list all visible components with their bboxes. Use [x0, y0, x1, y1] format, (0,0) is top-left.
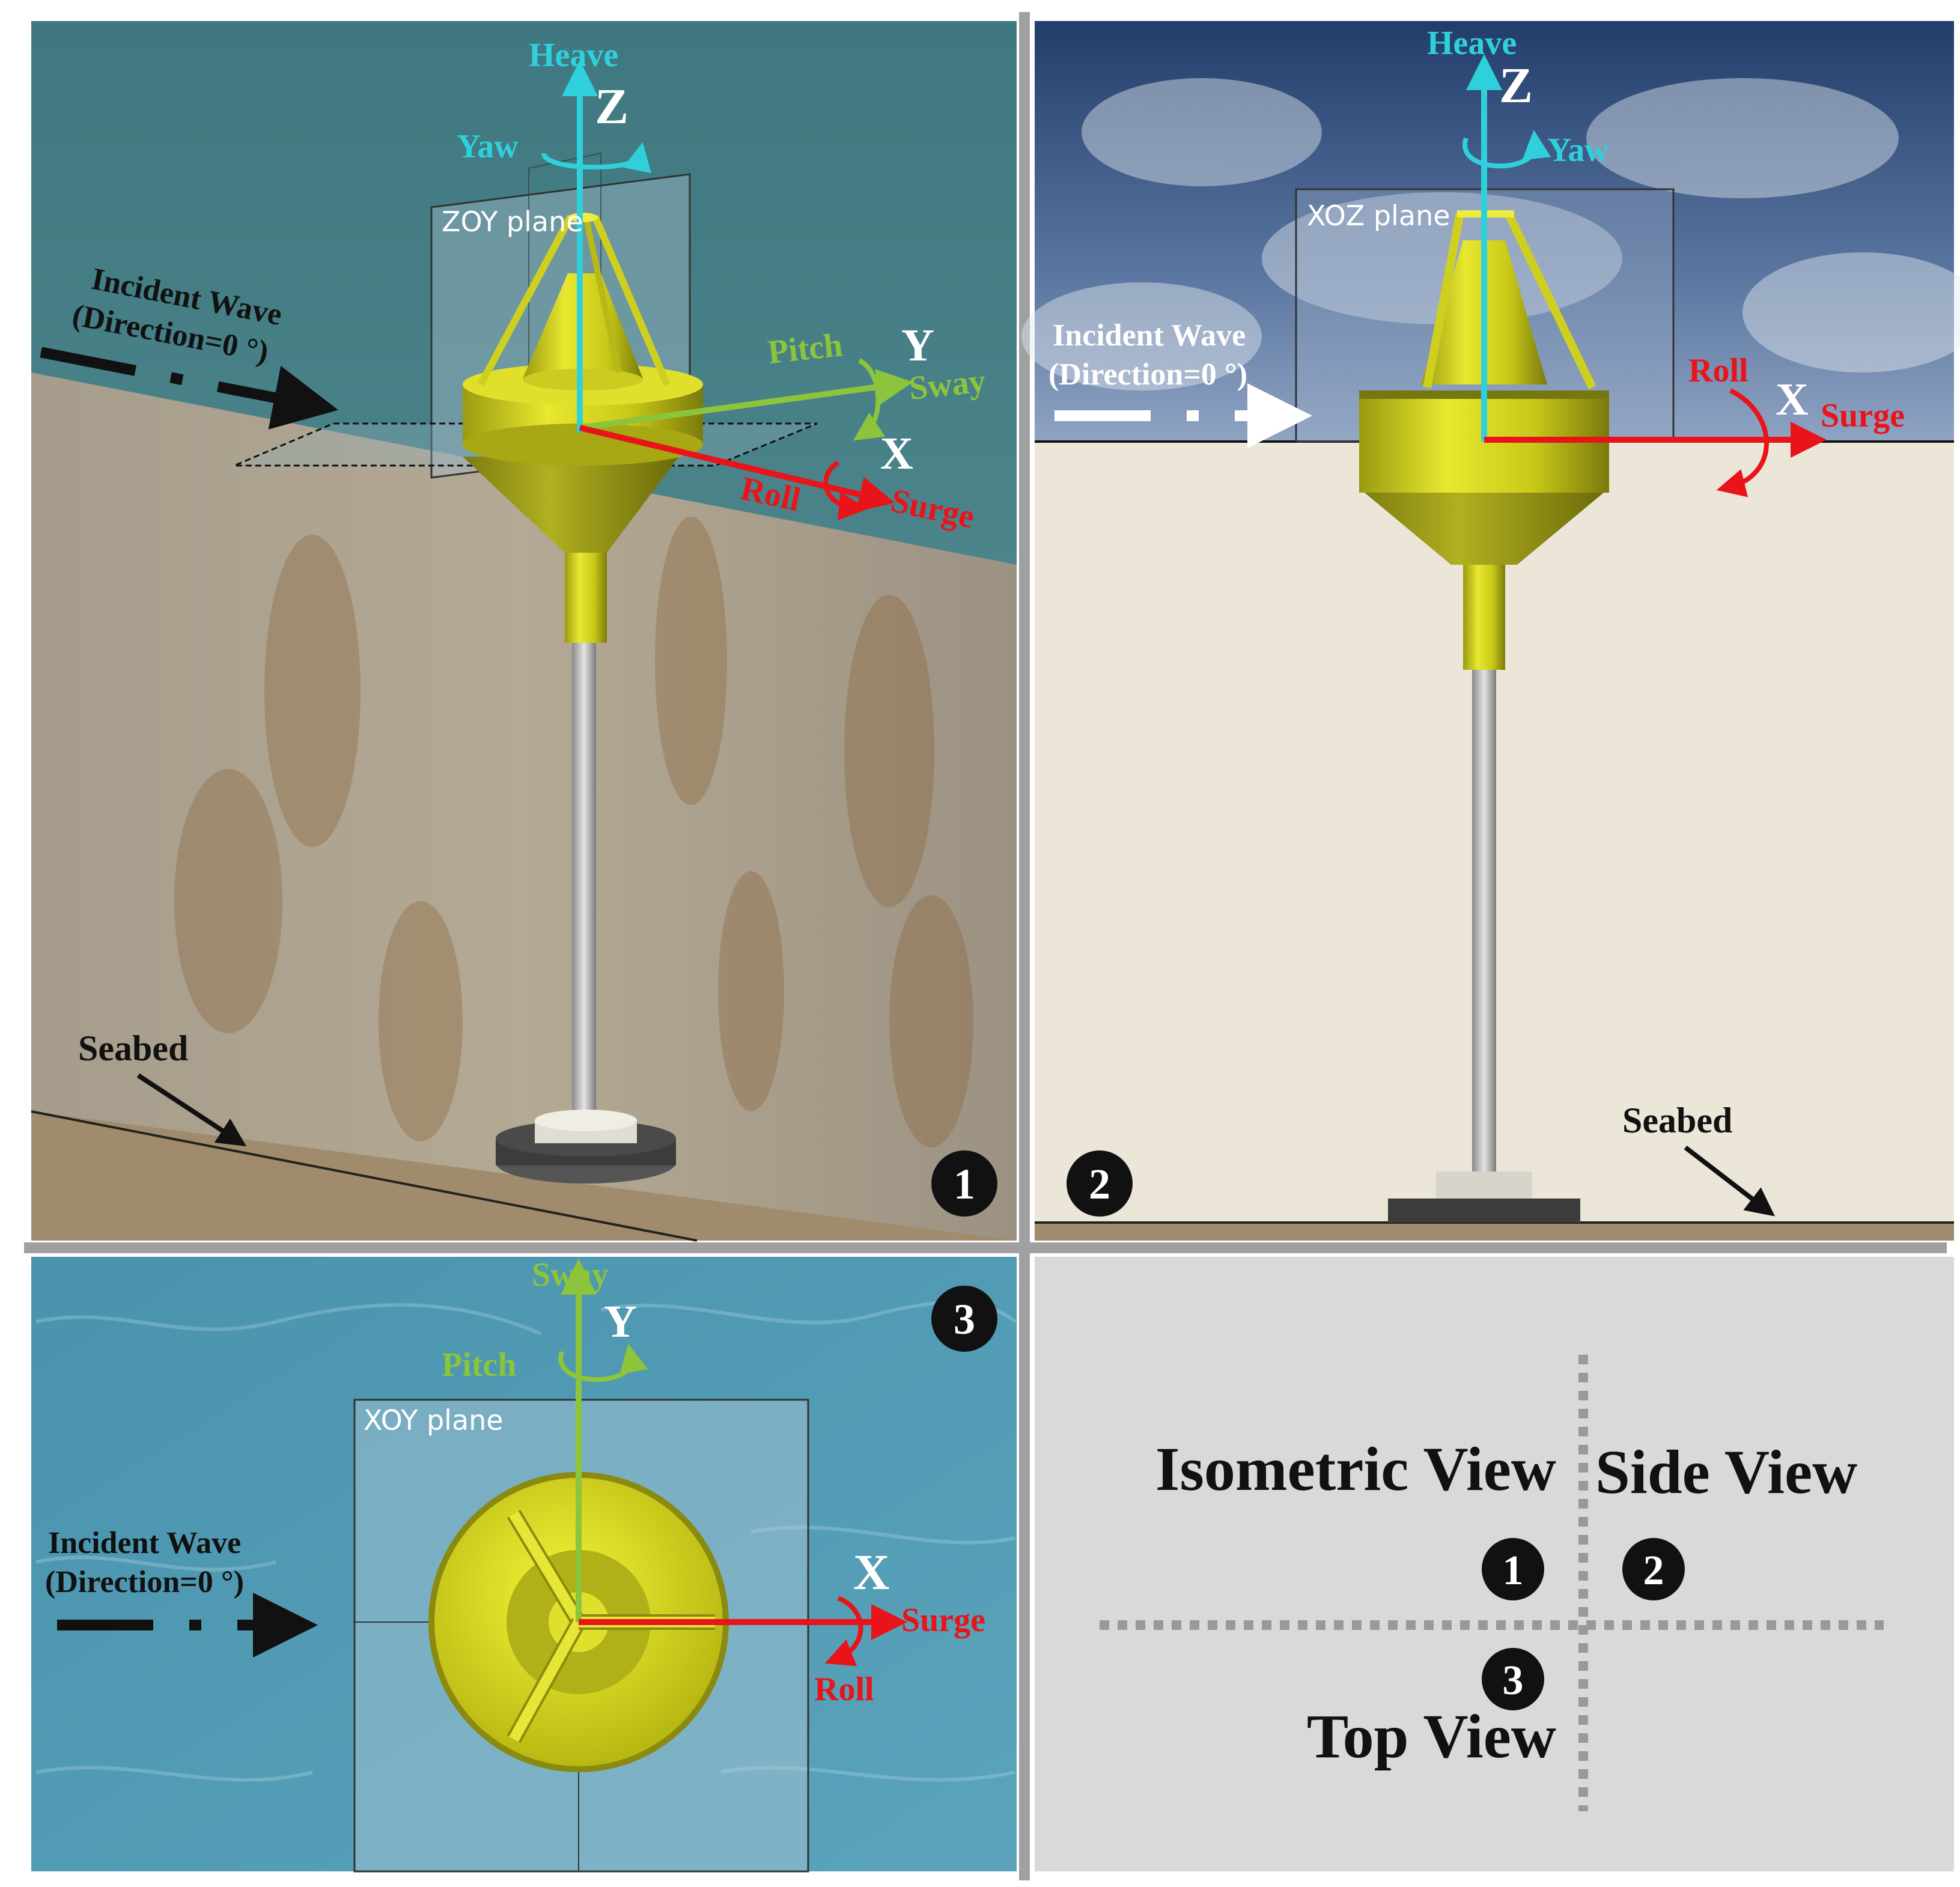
legend-badge-1-number: 1 [1503, 1548, 1524, 1594]
incident-wave-line1: Incident Wave [1053, 318, 1246, 353]
roll-label: Roll [1688, 352, 1748, 389]
view-badge-3-number: 3 [954, 1295, 975, 1343]
x-label: X [853, 1545, 890, 1600]
isometric-view-panel: Heave Z Yaw Pitch Y Sway X Roll Surge ZO… [31, 21, 1017, 1242]
side-view-panel: Heave Z Yaw Roll X Surge XOZ plane Incid… [1021, 21, 1960, 1241]
y-axis [579, 369, 913, 431]
pitch-label: Pitch [442, 1346, 516, 1384]
plane-label: ZOY plane [442, 205, 583, 238]
seabed-label: Seabed [1622, 1101, 1732, 1140]
view-legend-panel: Isometric View Side View Top View 1 2 3 [1035, 1257, 1954, 1871]
legend-side-view: Side View [1595, 1438, 1857, 1507]
view-badge-2 [1067, 1150, 1133, 1217]
incident-wave-arrow [40, 347, 338, 430]
view-badge-1 [931, 1150, 997, 1217]
z-label: Z [595, 79, 628, 135]
pitch-arrow [853, 358, 886, 441]
pitch-arrow [558, 1343, 648, 1382]
top-view-panel: Sway Y Pitch X Surge Roll XOY plane Inci… [31, 1256, 1017, 1873]
pitch-label: Pitch [766, 326, 844, 371]
yaw-arrow [541, 142, 651, 174]
seabed-pointer [136, 1073, 247, 1147]
heave-label: Heave [529, 37, 618, 74]
incident-wave-line2: (Direction=0 °) [45, 1565, 244, 1599]
y-label: Y [604, 1296, 637, 1347]
legend-badge-3-number: 3 [1503, 1658, 1524, 1704]
plane-label: XOZ plane [1307, 199, 1450, 232]
view-badge-2-number: 2 [1089, 1160, 1110, 1208]
legend-top-view: Top View [1307, 1702, 1556, 1771]
surge-label: Surge [901, 1602, 985, 1639]
view-badge-1-number: 1 [954, 1160, 975, 1208]
roll-label: Roll [814, 1671, 874, 1708]
sway-label: Sway [907, 362, 987, 407]
legend-badge-2 [1622, 1538, 1685, 1600]
plane-label: XOY plane [364, 1404, 504, 1436]
surge-label: Surge [1821, 397, 1905, 434]
soil-section [31, 372, 1017, 1241]
roll-arrow [1716, 388, 1769, 497]
seabed-label: Seabed [78, 1029, 188, 1068]
view-badge-3 [931, 1286, 997, 1352]
plane-label-text: ZOY plane [442, 205, 583, 238]
panel-separator-horizontal [24, 1242, 1947, 1253]
x-label: X [880, 428, 913, 479]
plane-label-text: XOZ plane [1307, 199, 1450, 232]
buoy-isometric [463, 213, 703, 1184]
panel-separator-vertical [1019, 12, 1030, 1880]
yaw-label: Yaw [457, 128, 519, 165]
y-label: Y [901, 320, 934, 371]
z-label: Z [1499, 58, 1533, 114]
seabed-pointer [1684, 1145, 1776, 1217]
legend-badge-1 [1482, 1538, 1544, 1600]
legend-badge-3 [1482, 1648, 1544, 1710]
yaw-arrow [1462, 130, 1551, 169]
roll-arrow [824, 1596, 863, 1667]
incident-wave-line2: (Direction=0 °) [1048, 357, 1247, 392]
heave-label: Heave [1427, 25, 1517, 62]
yaw-label: Yaw [1547, 132, 1609, 169]
legend-isometric-view: Isometric View [1155, 1435, 1556, 1504]
plane-label-text: XOY plane [364, 1404, 504, 1436]
incident-wave-line1: Incident Wave [48, 1526, 241, 1560]
sway-label: Sway [532, 1256, 609, 1293]
roll-arrow [823, 460, 868, 521]
legend-badge-2-number: 2 [1643, 1548, 1664, 1594]
x-label: X [1776, 374, 1809, 425]
